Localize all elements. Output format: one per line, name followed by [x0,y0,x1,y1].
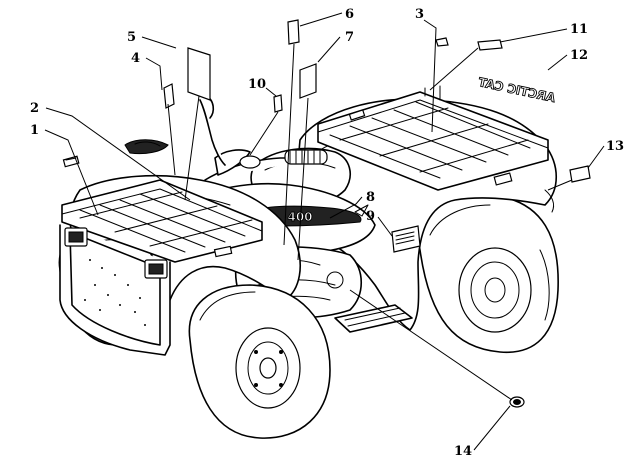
decal-10-shape [273,94,283,113]
handlebar [199,94,328,181]
decal-11-shape [477,39,503,51]
callout-2: 2 [30,101,39,116]
callout-6: 6 [345,7,354,22]
callout-5: 5 [127,30,136,45]
decal-4-shape [163,83,175,109]
callout-12: 12 [570,48,588,63]
decal-3-shape [435,37,449,47]
bumper-texture [84,259,146,326]
callout-8: 8 [366,190,375,205]
decal-13-shape [569,165,591,183]
footrest [334,304,413,333]
rear-fender-decal: ARCTIC CAT [476,74,557,105]
callout-3: 3 [415,7,424,22]
leader-lines [44,12,605,451]
decal-5-shape [187,47,211,101]
rear-wheel [417,193,559,354]
callout-9: 9 [366,209,375,224]
decal-1-shape [62,155,80,168]
side-decal-text: 400 [287,210,312,224]
callout-7: 7 [345,30,354,45]
callout-11: 11 [570,22,588,37]
callout-1: 1 [30,123,39,138]
callout-4: 4 [131,51,140,66]
callout-10: 10 [248,77,266,92]
decal-6-shape [287,19,300,45]
callout-13: 13 [606,139,624,154]
decal-pieces [62,19,591,408]
callout-14: 14 [454,444,472,459]
front-wheel-right [188,284,331,439]
callout-numbers: 1 2 3 4 5 6 7 8 9 10 11 12 13 14 [30,7,624,459]
rear-rack [317,85,549,191]
front-bumper [59,224,171,356]
rear-fender-decal-text: ARCTIC CAT [476,75,556,105]
decal-7-shape [299,63,317,99]
